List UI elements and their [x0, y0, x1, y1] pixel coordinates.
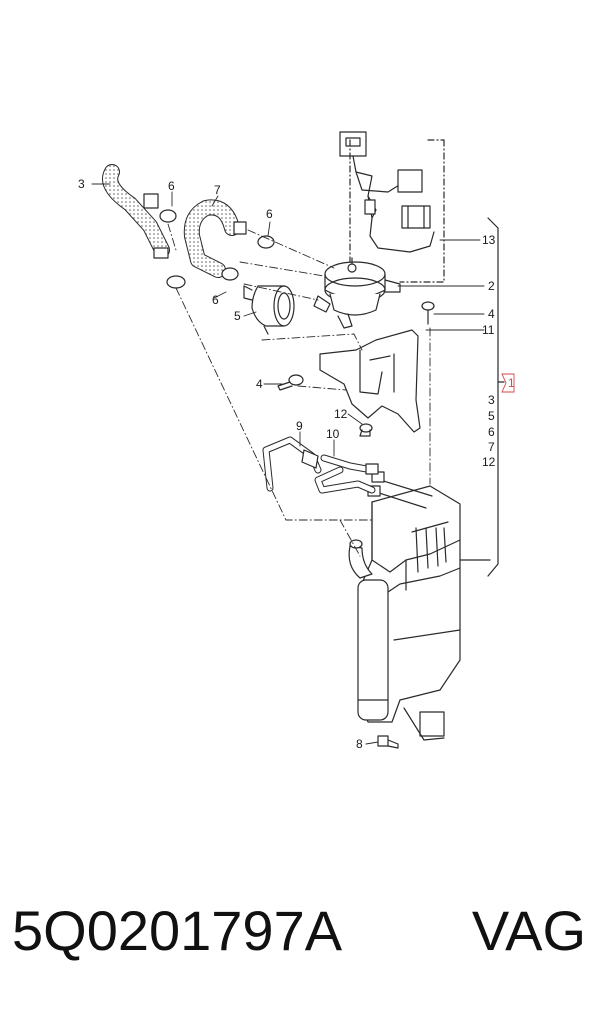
kit-contents-list: 3 5 6 7 12 [482, 393, 496, 469]
callout-4-left: 4 [256, 377, 263, 391]
callout-8: 8 [356, 737, 363, 751]
callout-7: 7 [214, 183, 221, 197]
wiring-harness [339, 131, 435, 253]
screw-8 [377, 735, 399, 749]
screw-4-left [277, 374, 304, 391]
callout-5: 5 [234, 309, 241, 323]
callout-13: 13 [482, 233, 496, 247]
clip-12 [359, 423, 373, 437]
kit-item: 5 [488, 409, 495, 423]
callout-9: 9 [296, 419, 303, 433]
callout-6-b: 6 [266, 207, 273, 221]
kit-item: 12 [482, 455, 496, 469]
hose-10 [314, 454, 379, 494]
callout-3: 3 [78, 177, 85, 191]
screw-4-right [421, 301, 435, 325]
hose-9 [262, 436, 322, 492]
kit-item: 7 [488, 440, 495, 454]
kit-callout-1: 1 [501, 373, 515, 393]
connector-5 [243, 285, 295, 335]
callout-11: 11 [482, 323, 495, 337]
callout-6-a: 6 [168, 179, 175, 193]
callout-10: 10 [326, 427, 340, 441]
callout-2: 2 [488, 279, 495, 293]
kit-bracket [459, 217, 505, 577]
kit-item: 3 [488, 393, 495, 407]
kit-item: 6 [488, 425, 495, 439]
callout-6-c: 6 [212, 293, 219, 307]
hose-7 [183, 199, 247, 278]
hose-3 [102, 164, 170, 259]
bracket [319, 329, 421, 433]
charcoal-canister [348, 485, 461, 741]
callout-12: 12 [334, 407, 348, 421]
part-number: 5Q0201797A [12, 899, 343, 962]
brand-name: VAG [471, 899, 586, 962]
callout-1: 1 [508, 376, 515, 390]
solenoid-valve [313, 257, 401, 329]
callout-4-right: 4 [488, 307, 495, 321]
